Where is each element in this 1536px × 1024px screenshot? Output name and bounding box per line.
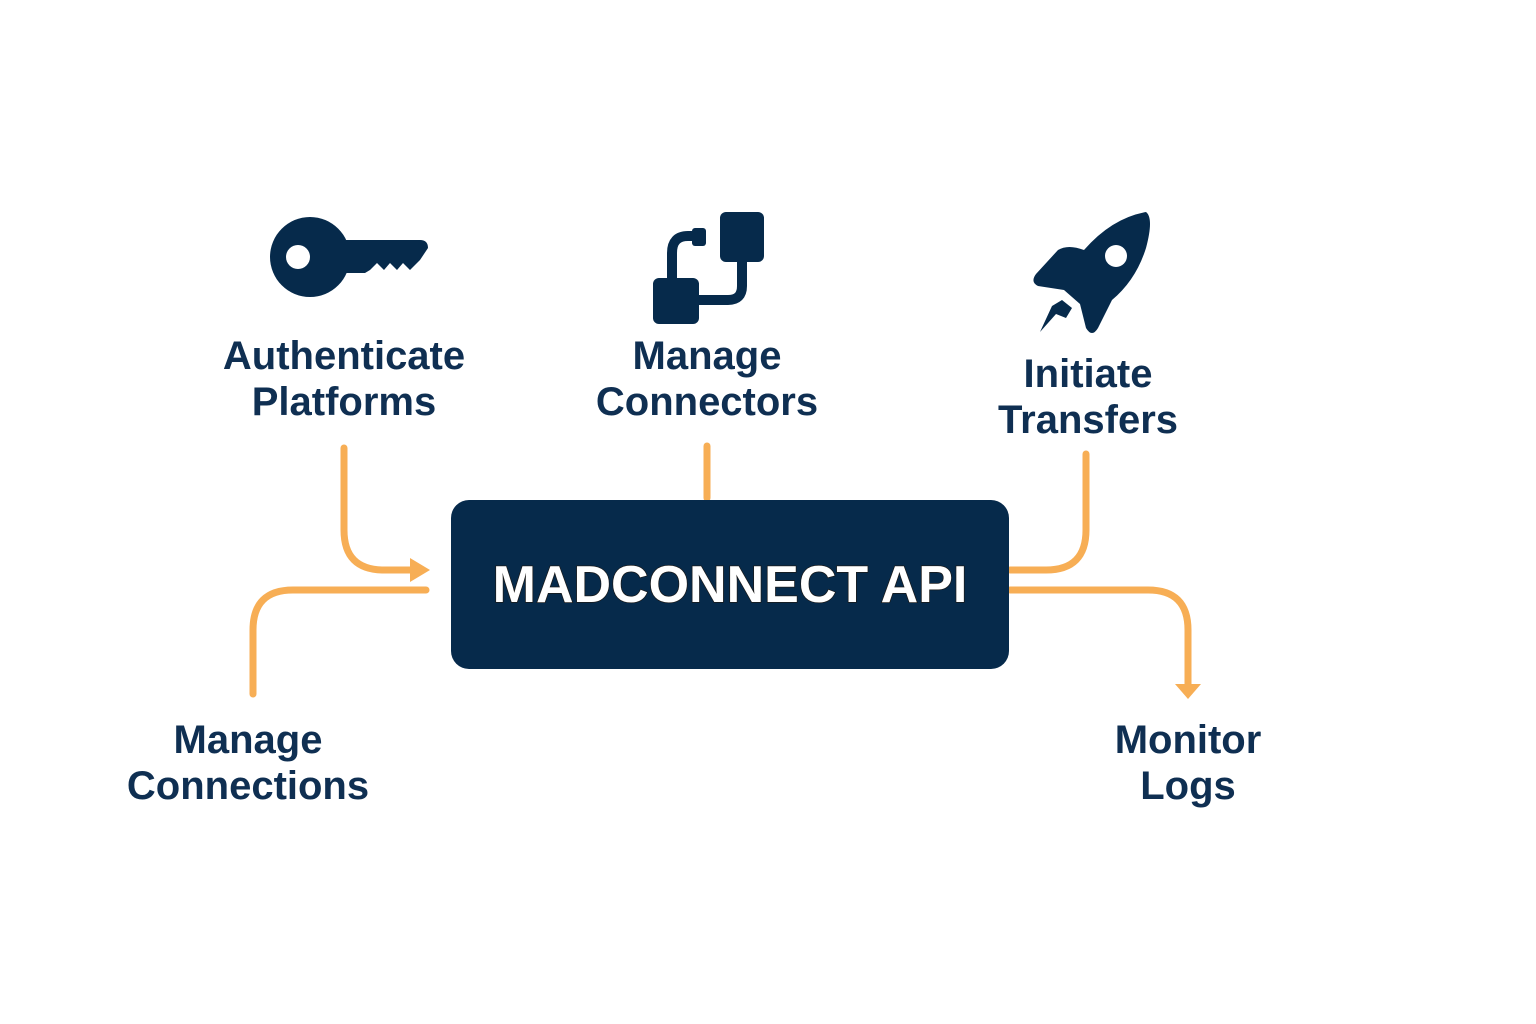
node-label-line: Authenticate <box>222 334 466 378</box>
node-authenticate-platforms: Authenticate Platforms <box>223 333 465 425</box>
connector-monitor-logs <box>1006 586 1192 688</box>
rocket-icon <box>1033 212 1150 333</box>
node-label-line: Transfers <box>997 398 1179 442</box>
api-title: MADCONNECT API <box>492 555 968 615</box>
node-initiate-transfers: Initiate Transfers <box>998 351 1178 443</box>
key-icon <box>270 217 428 297</box>
node-label-line: Manage <box>632 334 782 378</box>
node-manage-connectors: Manage Connectors <box>596 333 818 425</box>
node-label-line: Connections <box>126 764 370 808</box>
node-label-line: Initiate <box>1023 352 1153 396</box>
connector-manage-connections <box>249 586 430 698</box>
arrowhead-authenticate <box>410 558 430 582</box>
madconnect-api-box: MADCONNECT API <box>451 500 1009 669</box>
connector-icon <box>653 212 764 324</box>
node-label-line: Monitor <box>1114 718 1262 762</box>
node-label-line: Connectors <box>595 380 819 424</box>
connector-initiate-transfers <box>1006 450 1090 574</box>
node-monitor-logs: Monitor Logs <box>1115 717 1262 809</box>
arrowhead-monitor-logs <box>1175 684 1201 699</box>
connector-authenticate <box>340 444 420 574</box>
node-label-line: Logs <box>1140 764 1236 808</box>
node-label-line: Platforms <box>251 380 437 424</box>
node-label-line: Manage <box>173 718 323 762</box>
node-manage-connections: Manage Connections <box>127 717 369 809</box>
